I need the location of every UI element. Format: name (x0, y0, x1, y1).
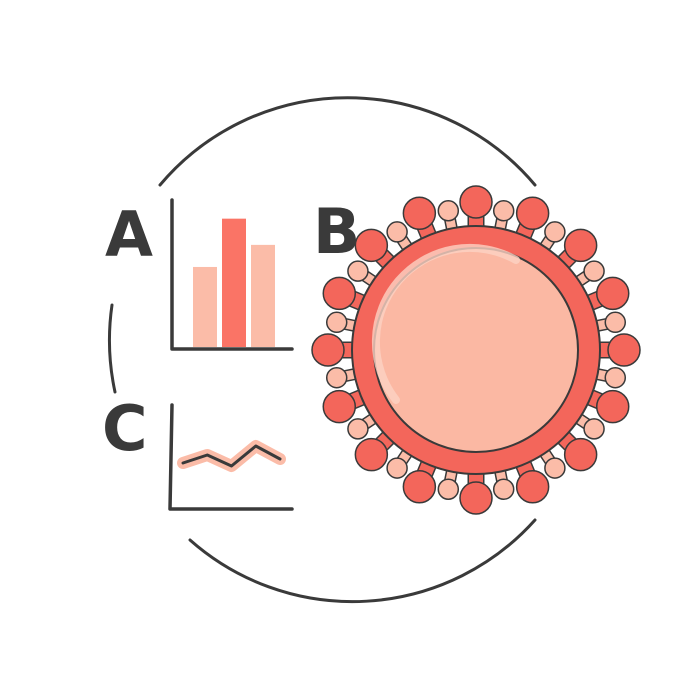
virus-spike-small-head (347, 418, 369, 440)
virus-spike-head (563, 228, 598, 263)
virus-spike-head (595, 276, 630, 311)
virus-spike-head (354, 228, 389, 263)
bar-chart-axes (170, 198, 294, 351)
virus-spike-small-head (544, 457, 566, 479)
virus-spike-small-head (437, 199, 460, 222)
virus-spike-head (354, 437, 389, 472)
panel-label-a: A (105, 198, 153, 271)
virus-spike-head (459, 481, 493, 515)
virus-spike-head (402, 196, 437, 231)
virus-spike-head (459, 185, 493, 219)
frame-circle (107, 96, 537, 604)
bar-chart-icon (170, 198, 294, 351)
virus-spike-head (595, 389, 630, 424)
virus-spike-small-head (583, 418, 605, 440)
virus-spike-head (402, 469, 437, 504)
line-highlight (177, 440, 286, 472)
bar-2 (222, 218, 246, 347)
virus-spike-small-head (386, 221, 408, 243)
virus-spike-head (563, 437, 598, 472)
virus-spike-head (311, 333, 345, 367)
virus-spike-small-head (325, 311, 348, 334)
virus-spike-small-head (604, 366, 627, 389)
line-series (181, 444, 282, 468)
virus-spike-small-head (583, 260, 605, 282)
virus-spike-small-head (437, 478, 460, 501)
panel-label-b: B (313, 195, 360, 268)
virus-spike-head (515, 196, 550, 231)
virus-spike-small-head (492, 199, 515, 222)
bar-3 (251, 244, 275, 347)
virus-icon (311, 185, 641, 515)
line-chart-icon (168, 403, 294, 511)
virus-spike-head (322, 276, 357, 311)
virus-spike-small-head (492, 478, 515, 501)
virus-spike-small-head (347, 260, 369, 282)
virus-core-highlight (371, 243, 520, 404)
line-chart-axes (168, 403, 294, 511)
virus-spike-small-head (544, 221, 566, 243)
bar-1 (193, 266, 217, 347)
virus-spike-small-head (386, 457, 408, 479)
virus-spike-head (607, 333, 641, 367)
virus-spike-small-head (325, 366, 348, 389)
virus-spike-small-head (604, 311, 627, 334)
panel-label-c: C (102, 392, 148, 465)
virus-spike-head (322, 389, 357, 424)
virus-spike-head (515, 469, 550, 504)
